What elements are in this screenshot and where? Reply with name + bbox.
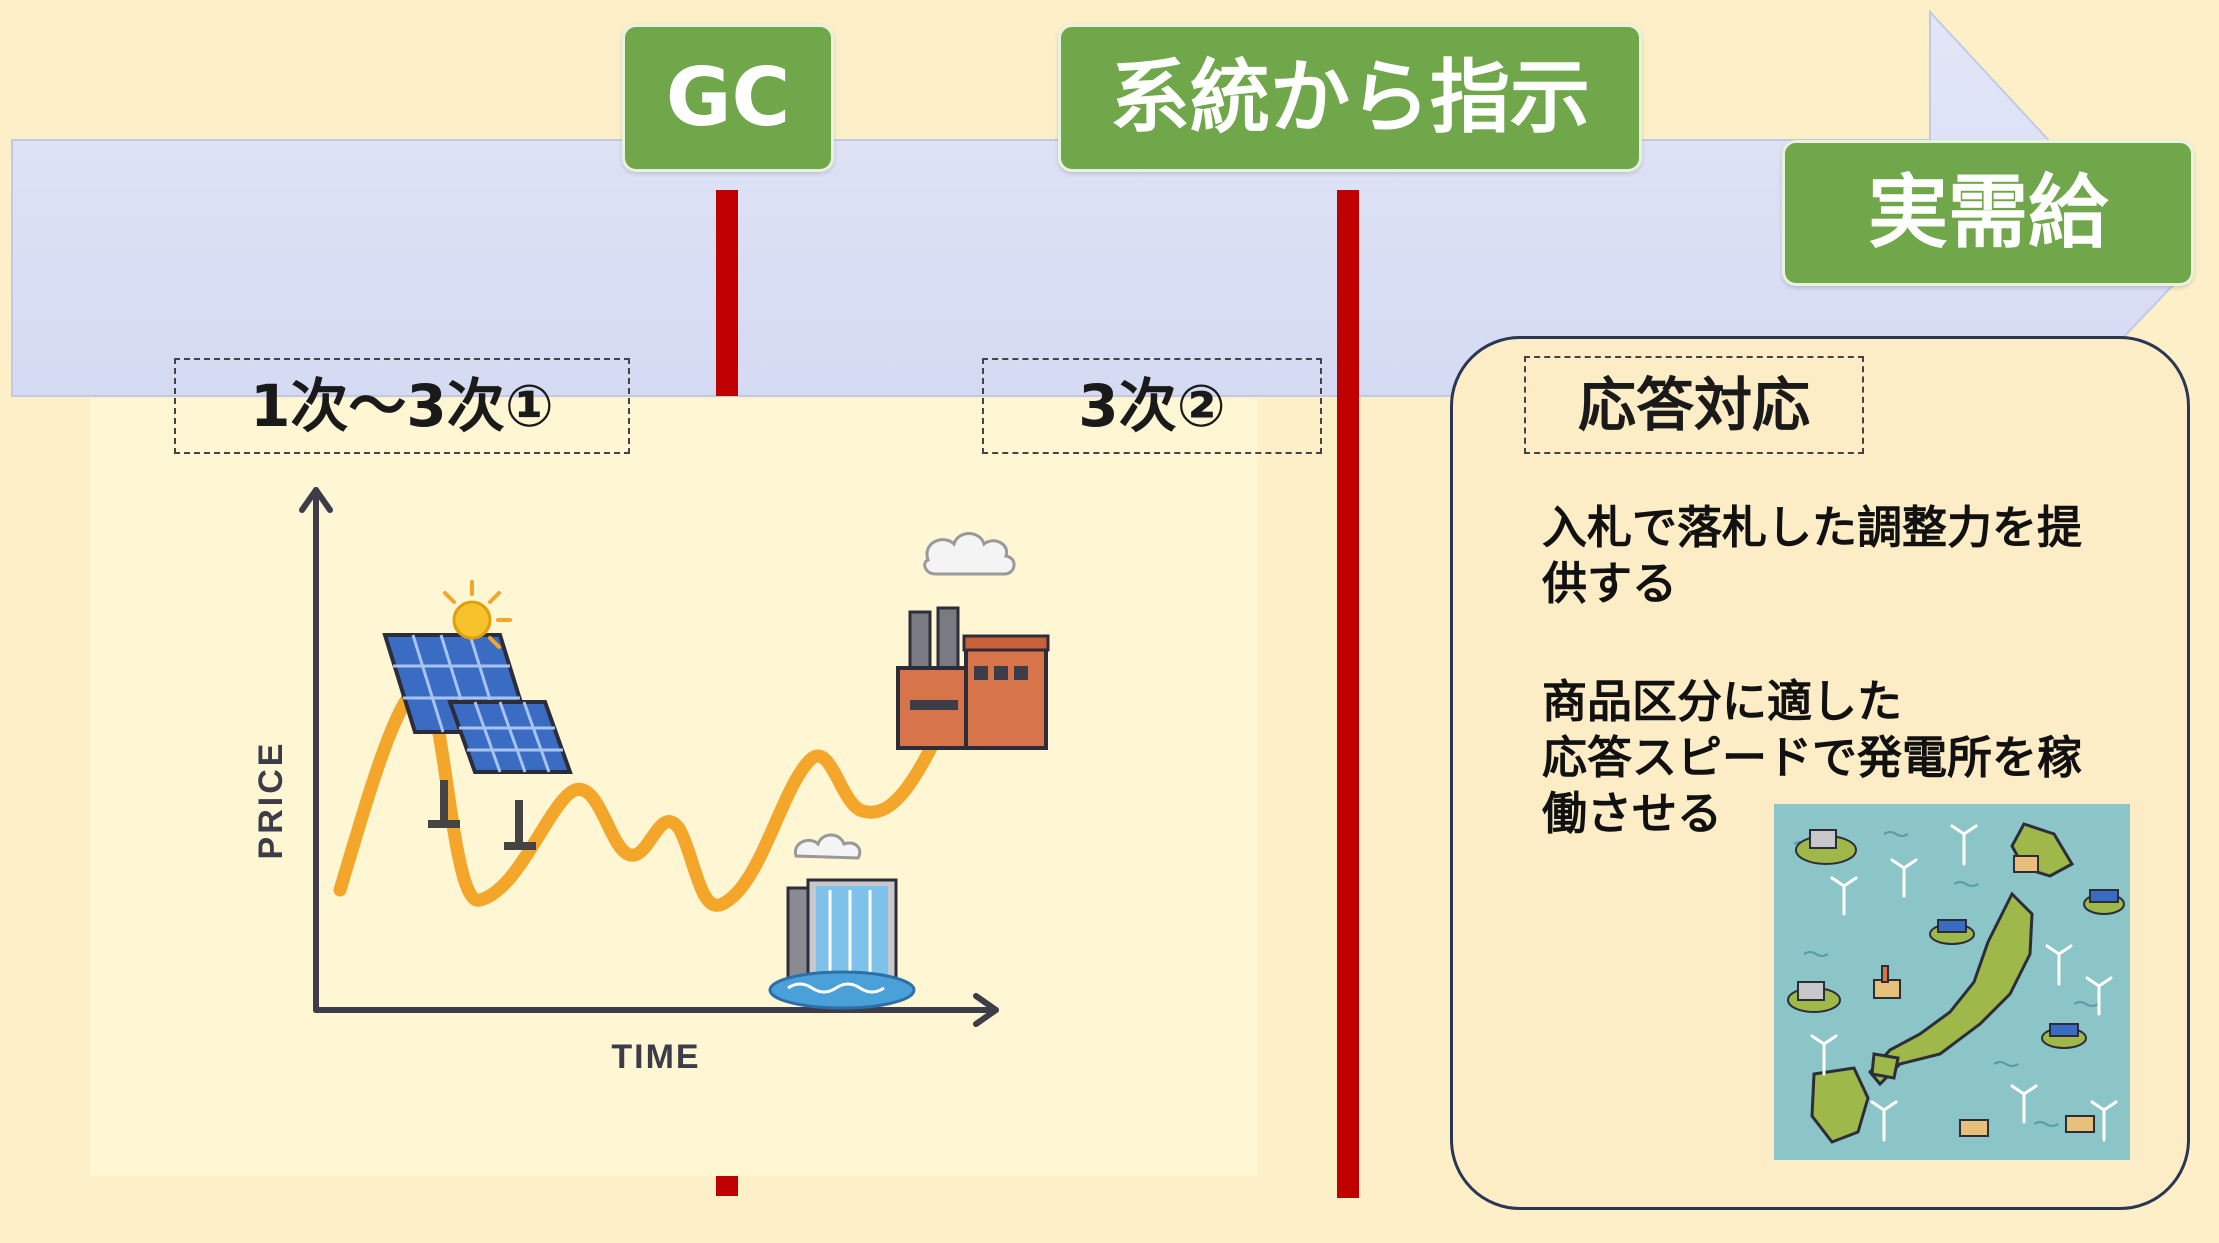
factory-icon (896, 532, 1050, 750)
response-line-4: 応答スピードで発電所を稼 (1542, 731, 2083, 784)
response-description-1: 入札で落札した調整力を提 供する (1542, 500, 2122, 612)
gc-marker-line-end (716, 1176, 738, 1196)
wind-turbine-icon (1810, 824, 2118, 1142)
response-box: 応答対応 (1524, 356, 1864, 454)
primary-tertiary1-box: 1次～3次① (174, 358, 630, 454)
x-axis-label: TIME (611, 1038, 700, 1076)
gc-marker-line (716, 190, 738, 396)
gc-label: GC (622, 24, 834, 172)
grid-instruction-marker-line (1337, 190, 1359, 1198)
tertiary2-box: 3次② (982, 358, 1322, 454)
hydro-dam-icon (768, 833, 916, 1010)
response-line-3: 商品区分に適した (1542, 675, 1903, 728)
response-line-5: 働させる (1542, 787, 1723, 840)
response-line-2: 供する (1542, 557, 1678, 610)
solar-panel-icon (382, 633, 573, 850)
actual-supply-label: 実需給 (1782, 140, 2194, 286)
left-panel (90, 398, 1258, 1176)
price-time-illustration: PRICE TIME (252, 487, 1050, 1076)
response-description-2: 商品区分に適した 応答スピードで発電所を稼 働させる (1542, 674, 2142, 842)
y-axis-label: PRICE (252, 741, 290, 860)
chart-axes (299, 487, 999, 1027)
sun-icon (443, 580, 512, 649)
grid-instruction-label: 系統から指示 (1058, 24, 1642, 172)
response-line-1: 入札で落札した調整力を提 (1542, 501, 2083, 554)
japan-map-icon (1774, 804, 2130, 1160)
